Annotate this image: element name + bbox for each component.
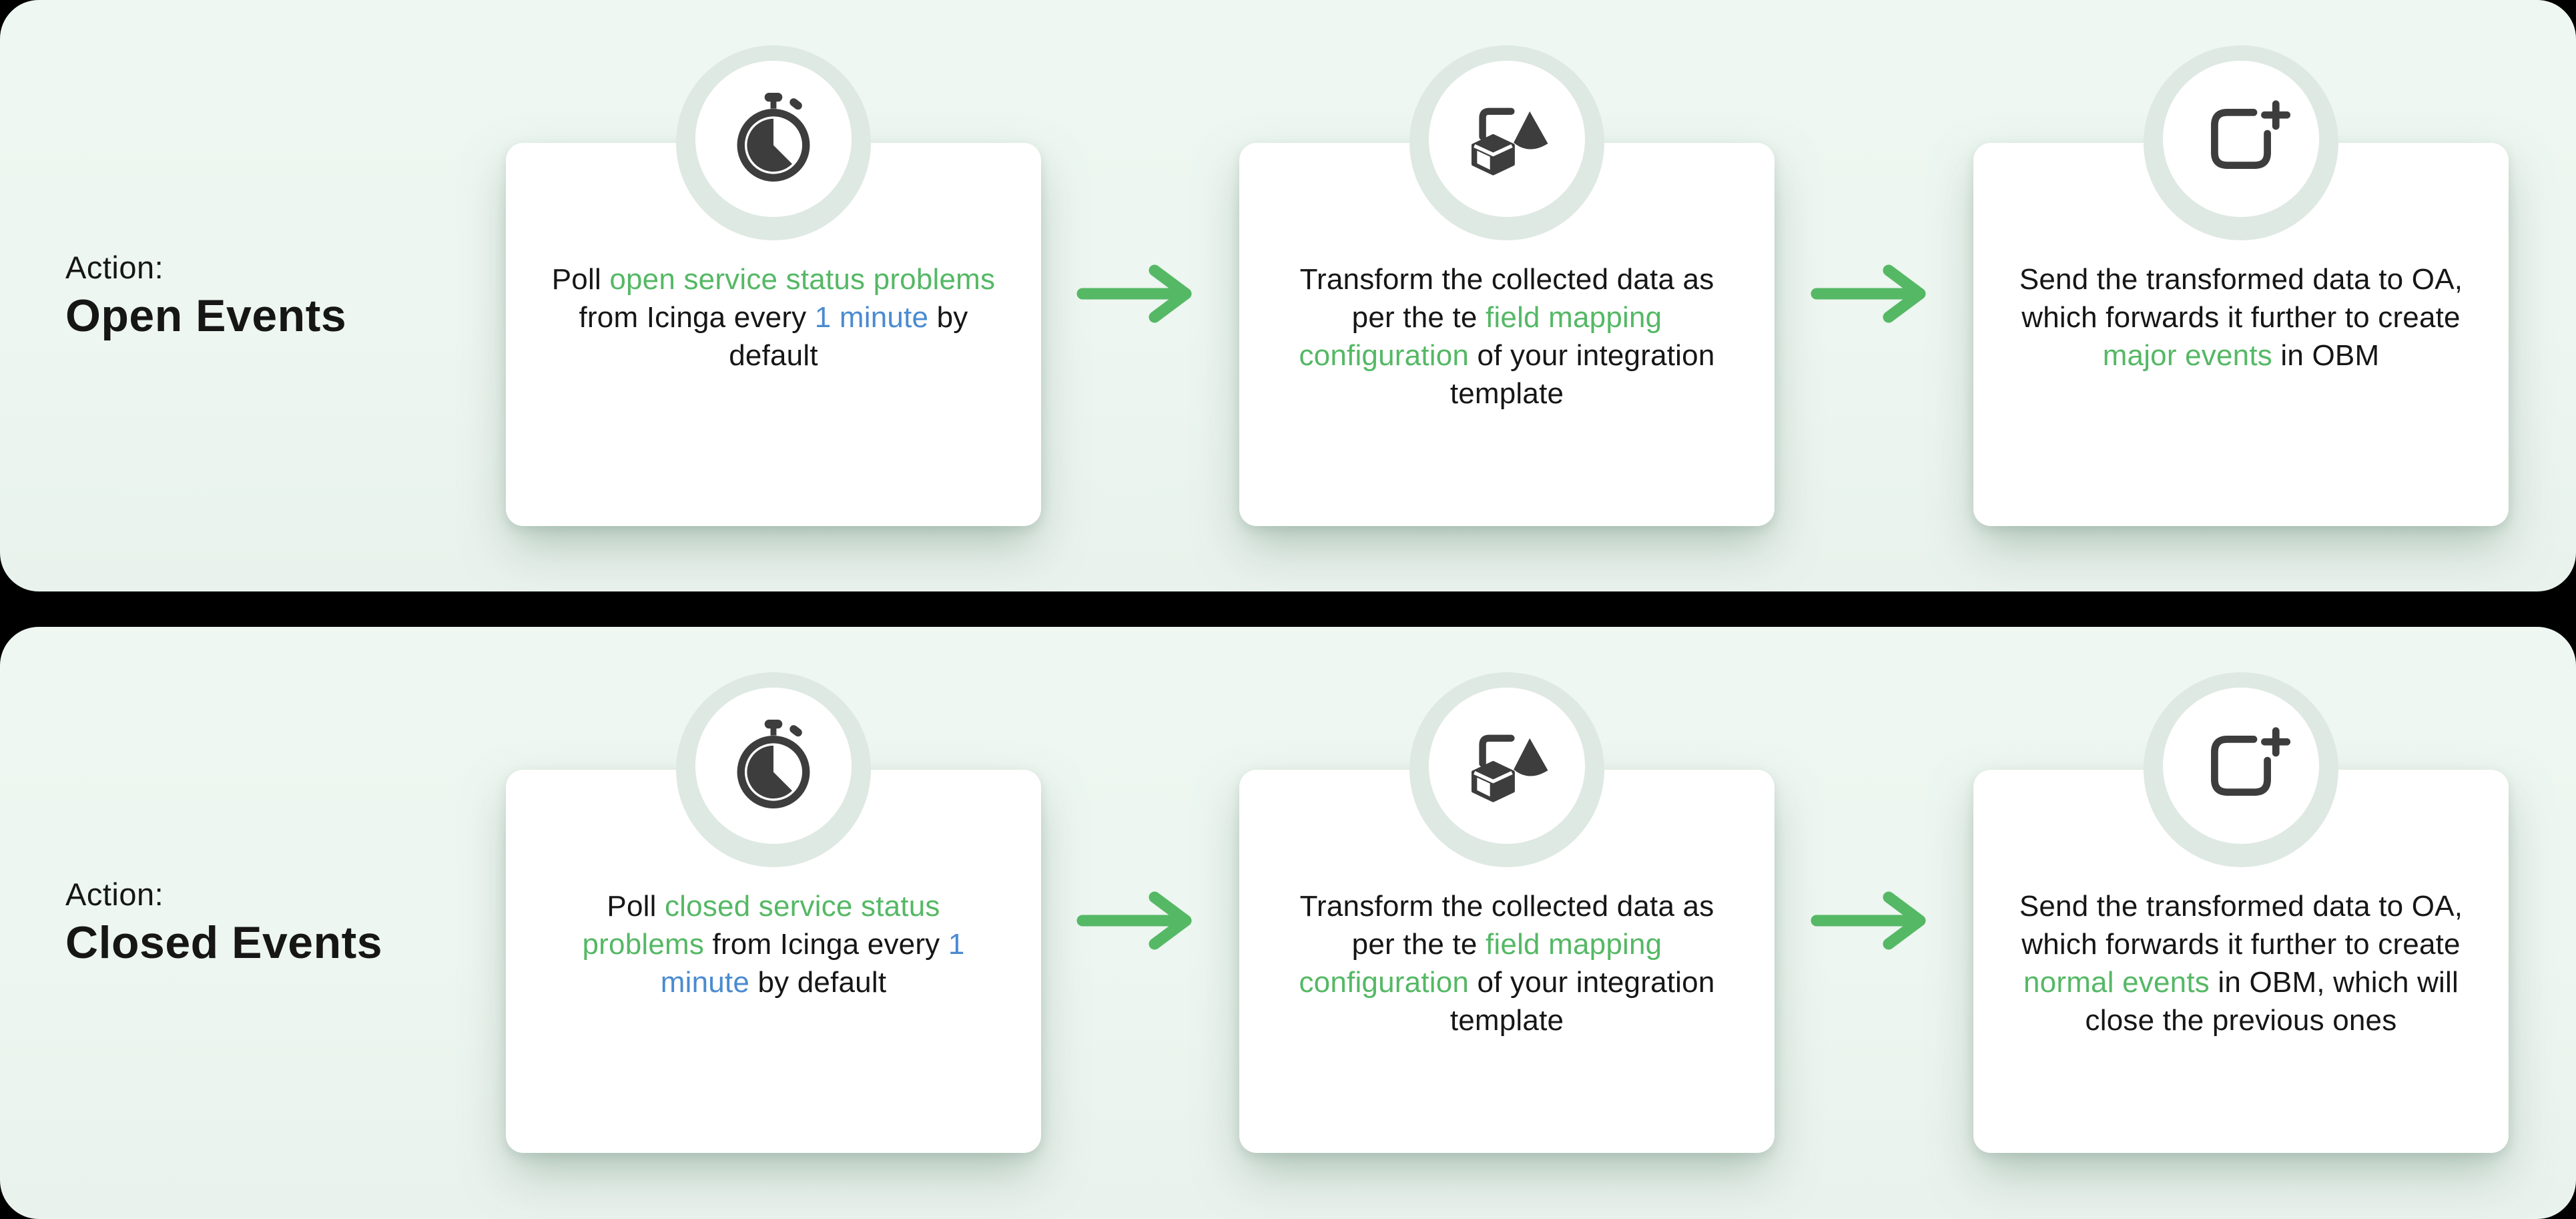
icon-badge — [676, 672, 871, 867]
shapes-icon — [1471, 107, 1548, 176]
card-description: Send the transformed data to OA, which f… — [2019, 263, 2463, 372]
arrow-right-icon — [1074, 263, 1208, 324]
card-description: Poll open service status problems from I… — [551, 263, 996, 372]
action-label: Action: — [65, 250, 164, 285]
transform-card: Transform the collected data as per the … — [1239, 45, 1775, 526]
action-title: Open Events — [65, 290, 347, 341]
card-description: Transform the collected data as per the … — [1299, 890, 1715, 1037]
send-card: Send the transformed data to OA, which f… — [1973, 45, 2509, 526]
add-box-icon — [2211, 727, 2291, 796]
action-label: Action: — [65, 877, 164, 912]
send-card: Send the transformed data to OA, which f… — [1973, 672, 2509, 1153]
arrow-right-icon — [1809, 263, 1942, 324]
flow-row-open-events: Action: Open Events Poll open service st… — [0, 0, 2576, 591]
card-description: Send the transformed data to OA, which f… — [2019, 890, 2463, 1037]
stopwatch-icon — [737, 719, 810, 808]
shapes-icon — [1471, 734, 1548, 802]
card-description: Poll closed service status problems from… — [582, 890, 965, 999]
icon-badge — [2144, 45, 2338, 240]
add-box-icon — [2211, 100, 2291, 169]
icon-badge — [1409, 45, 1604, 240]
action-title: Closed Events — [65, 917, 383, 968]
arrow-right-icon — [1809, 890, 1942, 951]
action-label-block: Action: Open Events — [65, 248, 346, 342]
flow-row-closed-events: Action: Closed Events Poll closed servic… — [0, 627, 2576, 1219]
action-label-block: Action: Closed Events — [65, 875, 382, 969]
icon-badge — [2144, 672, 2338, 867]
icon-badge — [676, 45, 871, 240]
arrow-right-icon — [1074, 890, 1208, 951]
icon-badge — [1409, 672, 1604, 867]
card-description: Transform the collected data as per the … — [1299, 263, 1715, 410]
poll-card: Poll open service status problems from I… — [506, 45, 1041, 526]
poll-card: Poll closed service status problems from… — [506, 672, 1041, 1153]
transform-card: Transform the collected data as per the … — [1239, 672, 1775, 1153]
stopwatch-icon — [737, 92, 810, 182]
